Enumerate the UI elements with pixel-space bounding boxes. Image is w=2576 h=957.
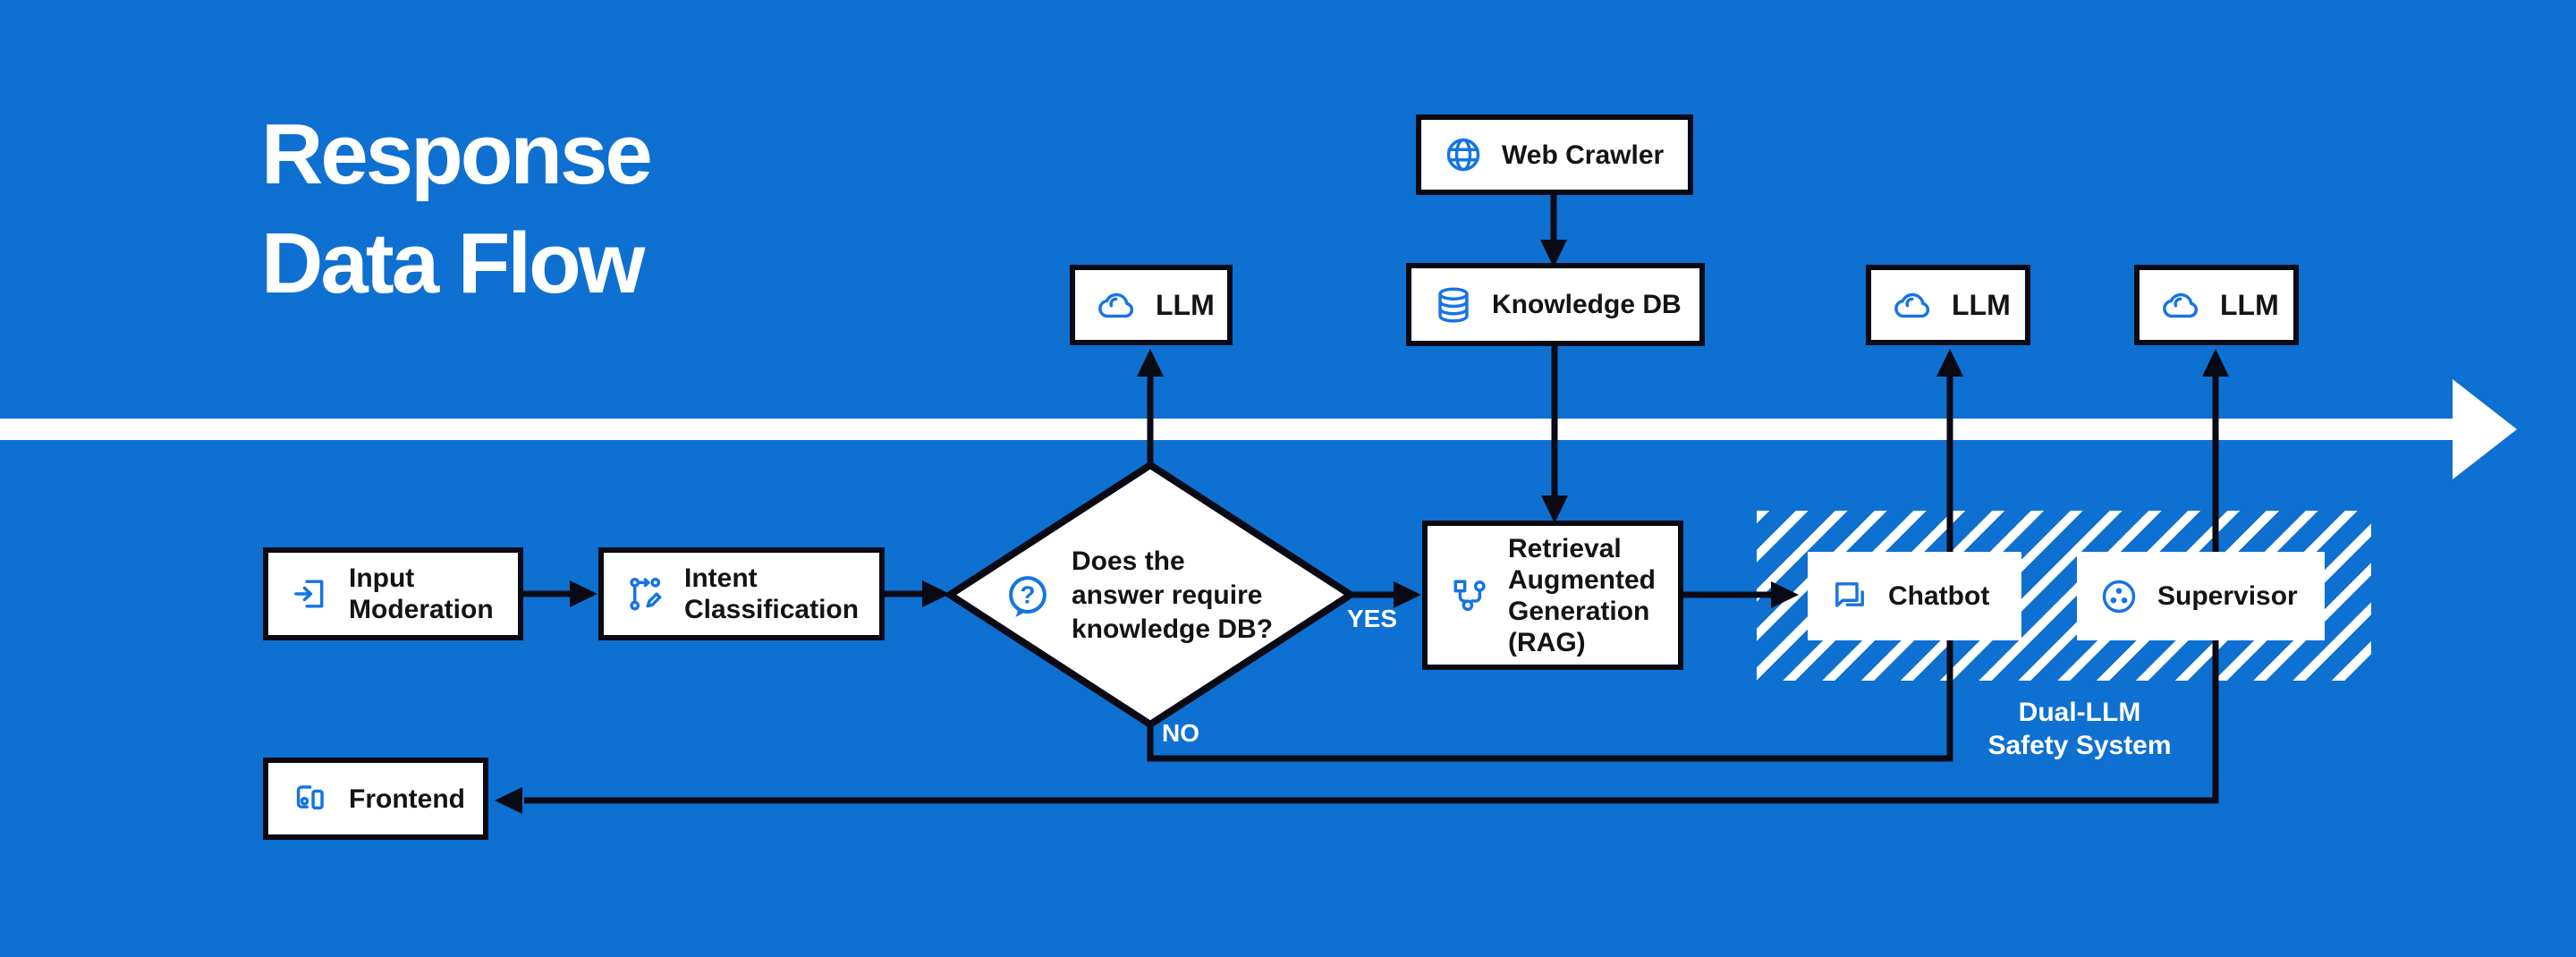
cloud-icon	[1894, 292, 1930, 318]
arrowheads	[495, 240, 2229, 814]
input-arrow-icon	[294, 580, 324, 608]
node-llm-top: LLM	[1070, 265, 1233, 345]
safety-zone-line-1: Dual-LLM	[2018, 698, 2141, 727]
question-bubble-icon: ?	[1009, 576, 1046, 617]
node-web-crawler: Web Crawler	[1416, 114, 1693, 195]
node-chatbot: Chatbot	[1808, 552, 2021, 640]
supervisor-circle-icon	[2102, 580, 2136, 613]
node-input-moderation: Input Moderation	[263, 547, 523, 640]
hierarchy-icon	[1453, 580, 1486, 611]
node-label: Intent Classification	[684, 563, 860, 624]
globe-icon	[1446, 138, 1480, 172]
node-label: LLM	[1952, 288, 2011, 321]
title-line-1: Response	[261, 106, 653, 202]
cloud-icon	[1098, 292, 1134, 318]
chat-icon	[1835, 581, 1864, 607]
page-title: Response Data Flow	[261, 100, 653, 318]
title-line-2: Data Flow	[261, 216, 645, 311]
svg-text:?: ?	[1020, 581, 1035, 609]
node-label: LLM	[1156, 288, 1215, 321]
node-llm-supervisor: LLM	[2134, 265, 2299, 345]
node-intent-classification: Intent Classification	[598, 547, 885, 640]
node-label: Chatbot	[1888, 581, 1990, 611]
node-label: Retrieval Augmented Generation (RAG)	[1508, 533, 1656, 657]
node-label: Knowledge DB	[1492, 290, 1682, 319]
no-edge-label: NO	[1162, 719, 1199, 747]
timeline-arrow	[0, 379, 2517, 479]
cloud-icon	[2163, 292, 2199, 318]
node-knowledge-db: Knowledge DB	[1406, 263, 1705, 346]
yes-edge-label: YES	[1347, 605, 1398, 632]
node-label: Frontend	[349, 783, 465, 814]
node-supervisor: Supervisor	[2077, 552, 2325, 640]
node-label: Input Moderation	[349, 563, 494, 624]
node-decision: ? Does the answer require knowledge DB?	[1004, 533, 1308, 658]
node-frontend: Frontend	[263, 758, 488, 840]
node-llm-chatbot: LLM	[1866, 265, 2030, 345]
decision-question: Does the answer require knowledge DB?	[1072, 546, 1274, 644]
intent-branch-icon	[630, 577, 662, 611]
safety-zone-label: Dual-LLM Safety System	[1923, 696, 2236, 762]
database-icon	[1438, 286, 1469, 323]
devices-icon	[296, 785, 324, 810]
node-rag: Retrieval Augmented Generation (RAG)	[1422, 521, 1683, 670]
node-label: Supervisor	[2157, 581, 2298, 611]
node-label: Web Crawler	[1502, 140, 1665, 170]
decision-diamond	[943, 461, 1358, 729]
node-label: LLM	[2220, 288, 2279, 321]
safety-zone-line-2: Safety System	[1987, 731, 2172, 760]
